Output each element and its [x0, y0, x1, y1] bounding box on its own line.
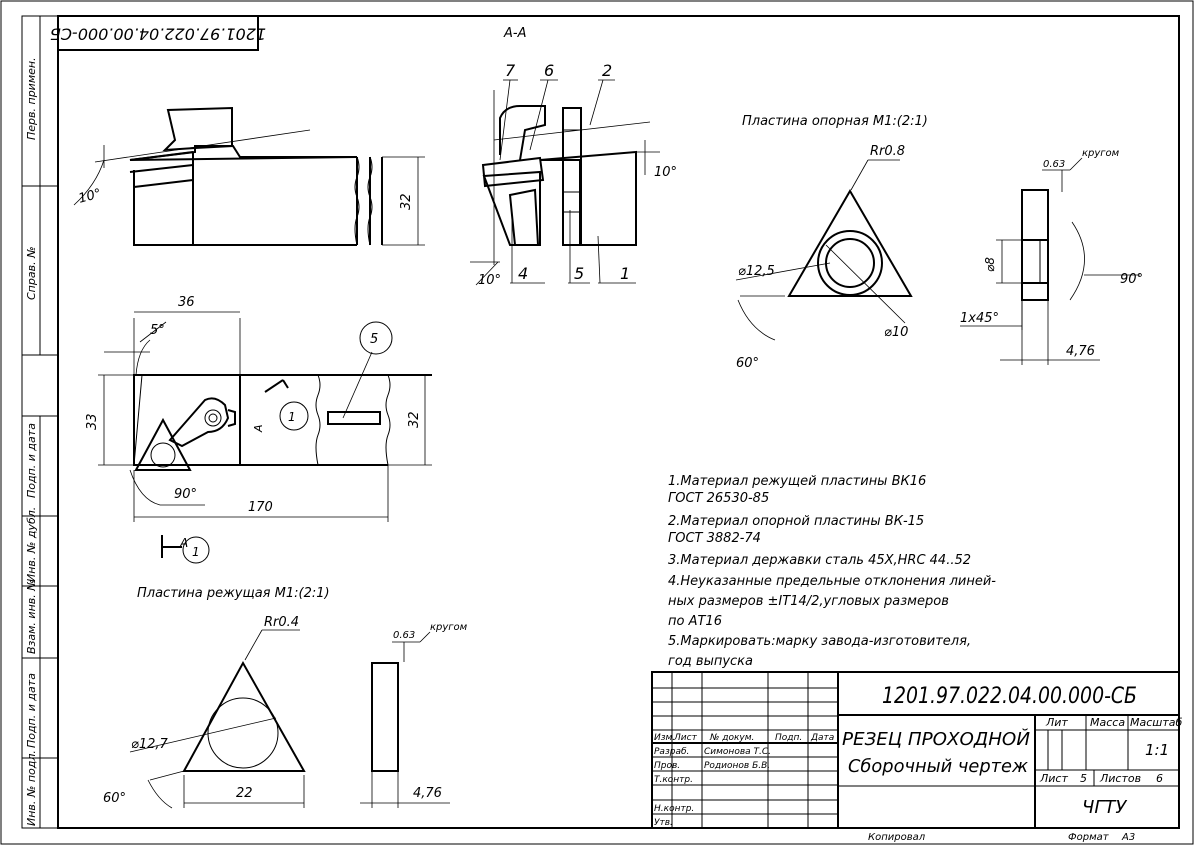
- view-num-label: 1: [192, 545, 200, 559]
- side-stamp-sprav: Справ. №: [25, 246, 38, 300]
- cutting-thickness: 4,76: [413, 786, 442, 801]
- title-block: 1201.97.022.04.00.000-СБ РЕЗЕЦ ПРОХОДНОЙ…: [651, 671, 1182, 843]
- role-nkontr: Н.контр.: [654, 804, 694, 814]
- plan-width-36: 36: [178, 295, 195, 310]
- plan-angle-90: 90°: [174, 487, 197, 502]
- lit-label: Лит: [1045, 716, 1068, 729]
- callout-2: 2: [602, 61, 612, 80]
- cutting-dia: ⌀12,7: [131, 737, 169, 752]
- doc-number-inverted: 1201.97.022.04.00.000-СБ: [50, 25, 266, 44]
- cutting-side: 22: [236, 786, 253, 801]
- plan-height-32: 32: [407, 411, 422, 428]
- support-plate: Пластина опорная М1:(2:1) Rr0.8 ⌀12,5 ⌀1…: [735, 114, 1143, 371]
- support-thickness: 4,76: [1066, 344, 1095, 359]
- section-title: A-A: [503, 26, 526, 41]
- role-utv: Утв.: [654, 818, 673, 828]
- support-dia-outer: ⌀12,5: [738, 264, 775, 279]
- cutting-rough: 0.63: [393, 630, 415, 641]
- section-angle-top: 10°: [654, 165, 677, 180]
- org-name: ЧГТУ: [1082, 797, 1127, 818]
- section-angle-bottom: 10°: [478, 273, 501, 288]
- side-stamp-perv: Перв. примен.: [25, 57, 38, 140]
- view-bubble-1: 1: [288, 410, 296, 424]
- side-angle-label: 10°: [77, 186, 103, 206]
- note-line-6: 4.Неуказанные предельные отклонения лине…: [668, 574, 996, 589]
- side-stamp-inv-podl: Инв. № подл.: [25, 750, 38, 826]
- support-rough-note: кругом: [1082, 148, 1120, 159]
- cutting-angle: 60°: [103, 791, 126, 806]
- name-prov: Родионов Б.В.: [704, 761, 770, 771]
- title-name-line1: РЕЗЕЦ ПРОХОДНОЙ: [842, 728, 1030, 750]
- plan-view: A 1 5 36 5° 33 32 90° 170 A 1: [85, 295, 432, 564]
- col-list: Лист: [673, 733, 698, 743]
- format-value: А3: [1121, 832, 1135, 843]
- support-plate-title: Пластина опорная М1:(2:1): [742, 114, 928, 129]
- support-dia-inner: ⌀10: [884, 325, 908, 340]
- note-line-4: ГОСТ 3882-74: [668, 531, 761, 546]
- doc-number-stamp: 1201.97.022.04.00.000-СБ: [50, 15, 266, 51]
- section-aa: 10° 10° 7 6 2 4 5 1: [470, 61, 677, 288]
- note-line-3: 2.Материал опорной пластины ВК-15: [668, 514, 924, 529]
- support-rough: 0.63: [1043, 159, 1065, 170]
- note-line-8: по АТ16: [668, 614, 722, 629]
- note-line-5: 3.Материал державки сталь 45Х,HRC 44..52: [668, 553, 971, 568]
- side-stamp-vzam: Взам. инв. №: [25, 579, 38, 654]
- role-tkontr: Т.контр.: [654, 775, 693, 785]
- role-prov: Пров.: [654, 761, 680, 771]
- scale-label: Масштаб: [1130, 716, 1182, 729]
- col-izm: Изм.: [654, 733, 675, 743]
- callout-7: 7: [505, 61, 516, 80]
- sheet-value: 5: [1080, 772, 1087, 785]
- side-stamp-podp1: Подп. и дата: [25, 423, 38, 498]
- cutting-rough-note: кругом: [430, 622, 468, 633]
- side-stamp-inv-dubl: Инв. № дубл.: [25, 507, 38, 582]
- note-line-2: ГОСТ 26530-85: [668, 491, 769, 506]
- support-chamfer: 1x45°: [960, 311, 999, 326]
- note-line-1: 1.Материал режущей пластины ВК16: [668, 474, 926, 489]
- col-doc: № докум.: [709, 733, 754, 743]
- side-height-label: 32: [399, 193, 414, 210]
- copied-label: Копировал: [868, 832, 926, 843]
- title-name-line2: Сборочный чертеж: [848, 756, 1029, 777]
- plan-height-33: 33: [85, 413, 100, 430]
- note-line-10: год выпуска: [668, 654, 753, 669]
- title-doc-number: 1201.97.022.04.00.000-СБ: [882, 684, 1137, 709]
- mass-label: Масса: [1090, 716, 1125, 729]
- sheets-label: Листов: [1099, 772, 1141, 785]
- sheets-value: 6: [1156, 772, 1163, 785]
- plan-length-170: 170: [248, 500, 273, 515]
- callout-4: 4: [518, 264, 528, 283]
- note-line-7: ных размеров ±IT14/2,угловых размеров: [668, 594, 949, 609]
- view-arrow-a1: A: [252, 424, 265, 433]
- cutting-plate: Пластина режущая М1:(2:1) Rr0.4 ⌀12,7 22…: [103, 586, 468, 809]
- technical-notes: 1.Материал режущей пластины ВК16 ГОСТ 26…: [668, 474, 996, 669]
- callout-5: 5: [574, 264, 584, 283]
- sheet-label: Лист: [1039, 772, 1068, 785]
- name-razrab: Симонова Т.С.: [704, 747, 771, 757]
- col-podp: Подп.: [775, 733, 802, 743]
- callout-1: 1: [620, 264, 630, 283]
- view-letter-a-label: A: [179, 536, 188, 550]
- side-stamp-podp2: Подп. и дата: [25, 673, 38, 748]
- plan-angle-5: 5°: [150, 323, 165, 338]
- cutting-plate-title: Пластина режущая М1:(2:1): [137, 586, 330, 601]
- support-radius: Rr0.8: [870, 144, 905, 159]
- scale-value: 1:1: [1145, 741, 1169, 759]
- support-angle-side: 90°: [1120, 272, 1143, 287]
- cutting-radius: Rr0.4: [264, 615, 299, 630]
- side-view: 10° 32: [73, 106, 425, 246]
- callout-6: 6: [544, 61, 554, 80]
- col-data: Дата: [810, 733, 834, 743]
- note-line-9: 5.Маркировать:марку завода-изготовителя,: [668, 634, 971, 649]
- role-razrab: Разраб.: [654, 747, 689, 757]
- support-dia-side: ⌀8: [983, 257, 997, 272]
- bubble-5-label: 5: [370, 332, 378, 347]
- format-label: Формат: [1068, 832, 1110, 843]
- side-stamp: Перв. примен. Справ. № Подп. и дата Инв.…: [21, 15, 59, 829]
- support-angle: 60°: [736, 356, 759, 371]
